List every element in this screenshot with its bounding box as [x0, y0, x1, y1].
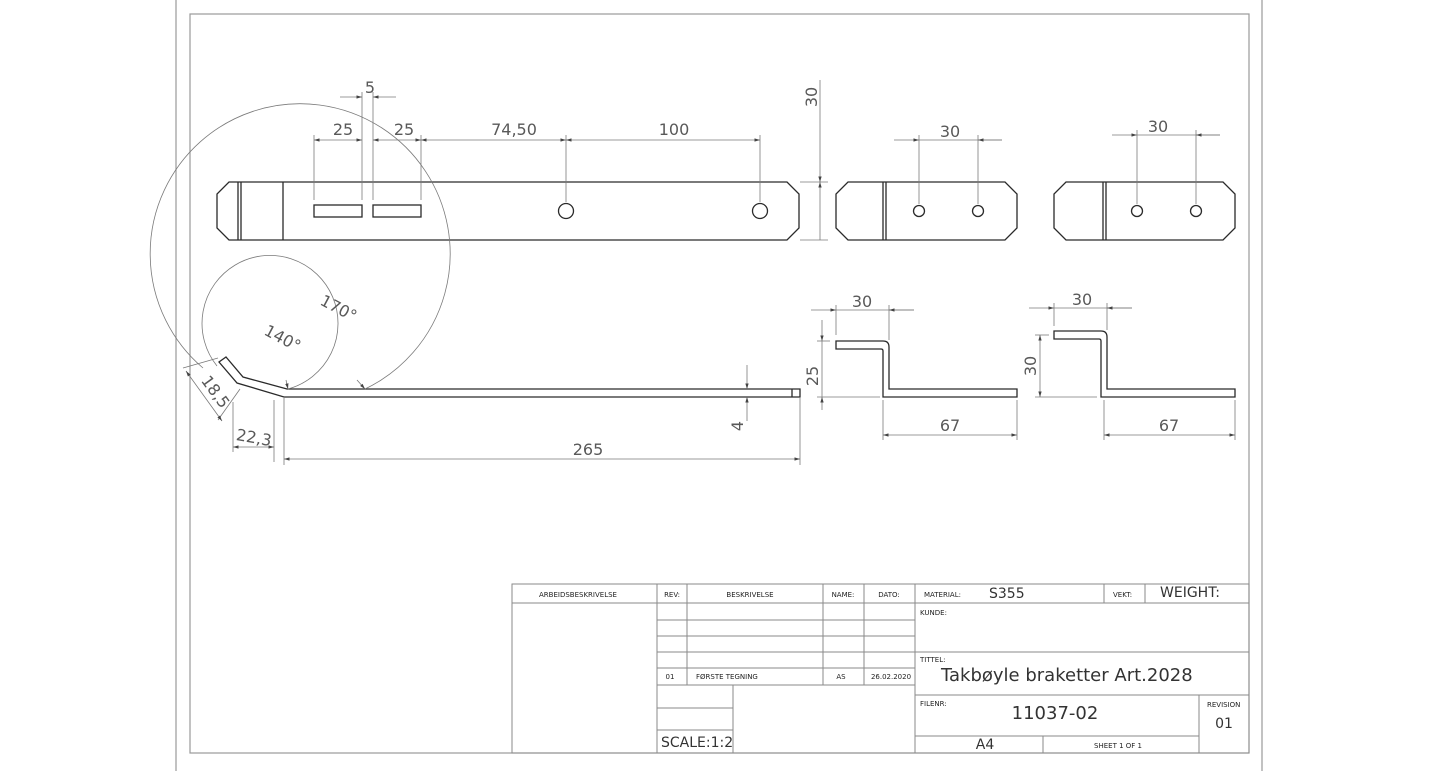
paper-size: A4: [976, 737, 995, 753]
label-date: DATO:: [878, 591, 900, 599]
label-customer: KUNDE:: [920, 609, 947, 617]
weight-value: WEIGHT:: [1160, 585, 1220, 601]
rev-row-description: FØRSTE TEGNING: [696, 673, 758, 681]
right-bracket-top-view: [1053, 130, 1236, 241]
mid-bracket-top-view: [835, 135, 1018, 241]
dim-right-z-base: 67: [1159, 416, 1179, 435]
label-title: TITTEL:: [919, 656, 945, 664]
label-name: NAME:: [832, 591, 855, 599]
sheet-info: SHEET 1 OF 1: [1094, 742, 1142, 750]
right-z-bracket-side-view: [1029, 303, 1236, 440]
material-value: S355: [989, 586, 1025, 602]
long-bracket-dimensions: [313, 80, 828, 241]
mid-z-bracket-side-view: [811, 305, 1018, 440]
dim-angle-inner: 140°: [261, 321, 304, 356]
dim-angle-outer: 170°: [317, 291, 360, 326]
scale: SCALE:1:2: [661, 735, 733, 751]
label-work-description: ARBEIDSBESKRIVELSE: [539, 591, 617, 599]
dim-hole2-position: 100: [659, 120, 690, 139]
dim-mid-z-base: 67: [940, 416, 960, 435]
label-revision: REVISION: [1207, 701, 1240, 709]
title-block: [511, 583, 1250, 754]
dim-slot-gap: 5: [365, 78, 375, 97]
sheet-border: [175, 0, 1263, 771]
label-file-number: FILENR:: [920, 700, 947, 708]
dim-mid-z-top: 30: [852, 292, 872, 311]
dim-mid-hole-spacing: 30: [940, 122, 960, 141]
dim-right-z-height: 30: [1021, 356, 1040, 376]
label-description: BESKRIVELSE: [726, 591, 773, 599]
dim-slot1-width: 25: [333, 120, 353, 139]
rev-row-rev: 01: [666, 673, 675, 681]
dim-bar-height: 30: [802, 87, 821, 107]
long-bracket-side-view: [149, 103, 801, 465]
drawing-title: Takbøyle braketter Art.2028: [940, 665, 1193, 686]
dim-slot2-width: 25: [394, 120, 414, 139]
rev-row-name: AS: [836, 673, 846, 681]
dim-mid-z-height: 25: [803, 366, 822, 386]
label-rev: REV:: [664, 591, 680, 599]
file-number: 11037-02: [1012, 703, 1099, 724]
label-weight: VEKT:: [1113, 591, 1132, 599]
rev-row-date: 26.02.2020: [871, 673, 911, 681]
dim-bend-offset: 22,3: [235, 425, 273, 450]
dim-right-z-top: 30: [1072, 290, 1092, 309]
dim-thickness: 4: [728, 421, 747, 431]
long-bracket-top-view: [216, 181, 800, 241]
label-material: MATERIAL:: [924, 591, 961, 599]
revision-value: 01: [1215, 716, 1233, 732]
dim-hole1-position: 74,50: [491, 120, 537, 139]
dim-total-length: 265: [573, 440, 604, 459]
dim-right-hole-spacing: 30: [1148, 117, 1168, 136]
